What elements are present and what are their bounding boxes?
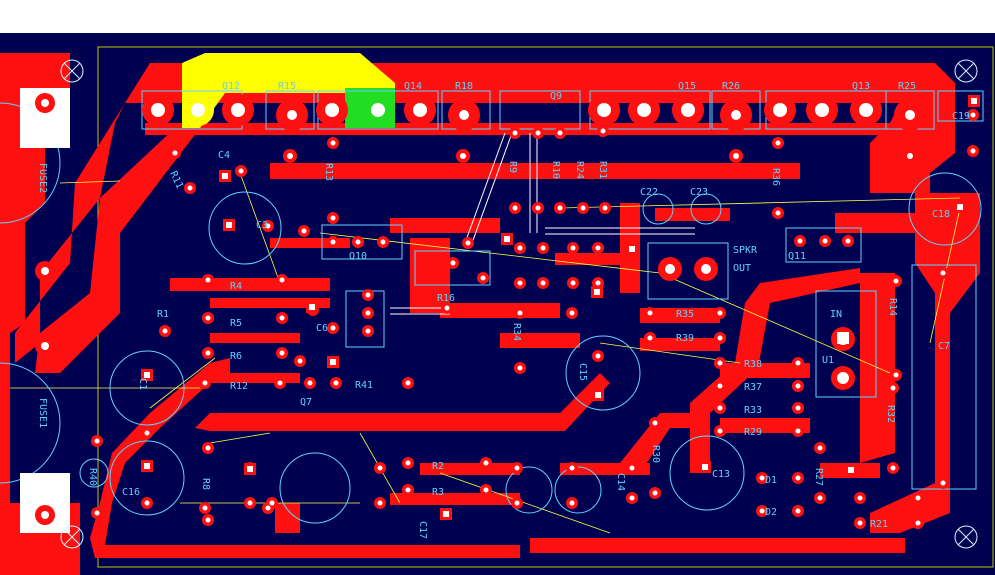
label-c6: C6 [316,323,328,334]
label-r26: R26 [722,81,740,92]
label-q12: Q12 [222,81,240,92]
label-q14: Q14 [404,81,422,92]
label-r39: R39 [676,333,694,344]
label-r15: R15 [278,81,296,92]
label-d2: D2 [765,507,777,518]
label-in: IN [830,309,842,320]
label-c23: C23 [690,187,708,198]
label-q9: Q9 [550,91,562,102]
label-r5: R5 [230,318,242,329]
label-r4: R4 [230,281,242,292]
pad-holes [94,98,977,526]
label-fuse2: FUSE2 [37,163,48,193]
label-r34: R34 [511,323,522,341]
label-r18: R18 [455,81,473,92]
label-u1: U1 [822,355,834,366]
label-q10: Q10 [349,251,367,262]
label-c1: C1 [137,378,148,390]
label-c19: C19 [952,111,970,122]
label-spkr: SPKR [733,245,758,256]
label-c17: C17 [417,521,428,539]
label-q15: Q15 [678,81,696,92]
label-c18: C18 [932,209,950,220]
label-r32: R32 [885,405,896,423]
pcb-board: Q12 R15 Q14 R18 Q9 Q15 R26 Q13 R25 C19 C… [0,33,995,575]
label-r8: R8 [200,478,211,490]
label-r41: R41 [355,380,373,391]
label-r16: R16 [437,293,455,304]
top-margin [0,0,995,33]
label-c22: C22 [640,187,658,198]
square-pads [141,95,980,520]
label-d1: D1 [765,475,777,486]
label-c3: C3 [256,220,268,231]
label-r35: R35 [676,309,694,320]
label-r38: R38 [744,359,762,370]
mounting-holes [60,59,978,549]
label-r25: R25 [898,81,916,92]
label-r31: R31 [597,161,608,179]
label-fuse1: FUSE1 [37,398,48,428]
label-r27: R27 [813,468,824,486]
label-r10: R10 [550,161,561,179]
transistor-pads [35,93,926,525]
label-c15: C15 [577,363,588,381]
label-r3: R3 [432,487,444,498]
label-c16: C16 [122,487,140,498]
label-r40: R40 [87,468,98,486]
label-q11: Q11 [788,251,806,262]
label-q13: Q13 [852,81,870,92]
label-r30: R30 [650,445,661,463]
label-r1: R1 [157,309,169,320]
label-r14: R14 [887,298,898,316]
label-r12: R12 [230,381,248,392]
label-r6: R6 [230,351,242,362]
label-r9: R9 [507,161,518,173]
thin-traces [390,132,695,315]
label-q7: Q7 [300,397,312,408]
label-r36: R36 [770,168,781,186]
label-c13: C13 [712,469,730,480]
label-r24: R24 [574,161,585,179]
silkscreen-labels: Q12 R15 Q14 R18 Q9 Q15 R26 Q13 R25 C19 C… [37,81,970,539]
label-r21: R21 [870,519,888,530]
label-r13: R13 [323,163,334,181]
label-c7: C7 [938,341,950,352]
label-r29: R29 [744,427,762,438]
label-r37: R37 [744,382,762,393]
label-r33: R33 [744,405,762,416]
label-c14: C14 [615,473,626,491]
label-r2: R2 [432,461,444,472]
label-out: OUT [733,263,751,274]
label-c4: C4 [218,150,230,161]
